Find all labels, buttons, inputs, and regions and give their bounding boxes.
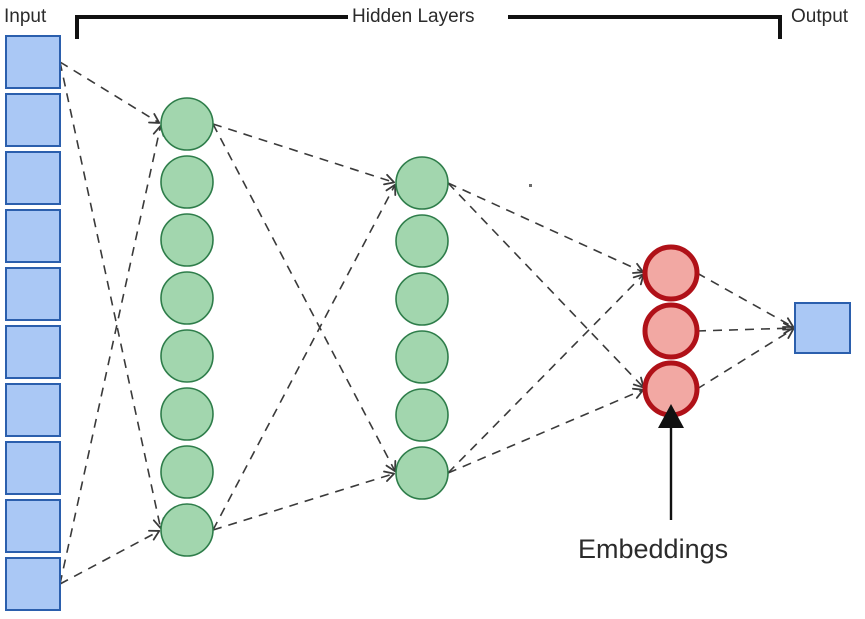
input-layer-node[interactable]: [5, 325, 61, 379]
connection-arrowhead: [782, 328, 795, 339]
connection-arrowhead: [385, 183, 397, 196]
input-layer-node[interactable]: [5, 267, 61, 321]
connection-line: [696, 272, 794, 328]
connection-arrowhead: [148, 113, 161, 124]
hidden-layer-1-node[interactable]: [160, 213, 214, 267]
embeddings-arrow-head: [658, 404, 684, 428]
input-layer-node[interactable]: [5, 383, 61, 437]
connection-line: [696, 327, 794, 332]
embedding-layer-node[interactable]: [642, 302, 700, 360]
output-layer-node[interactable]: [794, 302, 851, 354]
embeddings-annotation-label: Embeddings: [578, 534, 728, 564]
bracket-top-right-segment: [508, 15, 782, 19]
input-layer-node[interactable]: [5, 93, 61, 147]
hidden-layer-1-node[interactable]: [160, 155, 214, 209]
connection-line: [447, 182, 645, 389]
connection-line: [696, 328, 794, 390]
input-layer-node[interactable]: [5, 441, 61, 495]
stray-artifact-mark: [529, 184, 532, 187]
output-layer-label: Output: [791, 6, 849, 27]
connection-line: [447, 389, 644, 474]
connection-line: [59, 125, 162, 585]
hidden-layers-label: Hidden Layers: [352, 6, 475, 27]
connection-line: [447, 182, 644, 273]
connection-arrowhead: [782, 317, 795, 328]
input-layer-node[interactable]: [5, 209, 61, 263]
hidden-layer-1-node[interactable]: [160, 387, 214, 441]
hidden-layer-1-node[interactable]: [160, 97, 214, 151]
input-layer-node[interactable]: [5, 35, 61, 89]
connection-arrowhead: [385, 460, 397, 473]
connection-arrowhead: [383, 470, 395, 482]
hidden-layer-1-node[interactable]: [160, 503, 214, 557]
connection-arrowhead: [632, 387, 645, 399]
bracket-left-stem: [75, 15, 79, 39]
network-nodes-group: [5, 35, 851, 611]
hidden-layer-2-node[interactable]: [395, 272, 449, 326]
connection-arrowhead: [148, 529, 161, 541]
connection-line: [212, 123, 395, 184]
connection-arrowhead: [383, 173, 395, 186]
bracket-right-stem: [778, 15, 782, 39]
connection-line: [59, 530, 160, 585]
hidden-layer-2-node[interactable]: [395, 388, 449, 442]
input-layer-node[interactable]: [5, 499, 61, 553]
bracket-top-left-segment: [75, 15, 348, 19]
connection-line: [59, 61, 160, 124]
hidden-layer-1-node[interactable]: [160, 329, 214, 383]
connection-arrowhead: [632, 262, 645, 274]
connection-line: [212, 472, 395, 531]
hidden-layer-2-node[interactable]: [395, 214, 449, 268]
hidden-layer-2-node[interactable]: [395, 446, 449, 500]
connection-line: [212, 184, 396, 531]
input-layer-label: Input: [4, 6, 47, 27]
connection-line: [447, 273, 645, 474]
input-layer-node[interactable]: [5, 151, 61, 205]
input-layer-node[interactable]: [5, 557, 61, 611]
hidden-layer-1-node[interactable]: [160, 271, 214, 325]
hidden-layer-1-node[interactable]: [160, 445, 214, 499]
connection-arrowhead: [782, 322, 794, 335]
hidden-layer-2-node[interactable]: [395, 156, 449, 210]
hidden-layers-bracket: [75, 15, 782, 39]
embedding-layer-node[interactable]: [642, 244, 700, 302]
embeddings-pointer-arrow: [658, 404, 684, 520]
connection-line: [59, 61, 162, 529]
hidden-layer-2-node[interactable]: [395, 330, 449, 384]
connection-line: [212, 123, 396, 472]
